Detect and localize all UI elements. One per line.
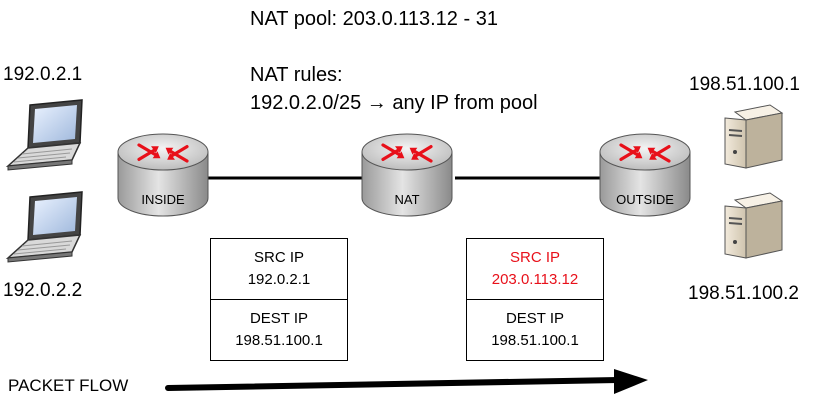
server1-ip: 198.51.100.1 [689, 74, 800, 95]
packet-before-src-value: 192.0.2.1 [247, 271, 311, 288]
server1-icon [724, 104, 784, 169]
laptop2-icon [5, 191, 83, 263]
nat-rule-target: any IP from pool [392, 92, 538, 114]
router-outside [599, 133, 691, 217]
laptop1-icon [5, 99, 83, 171]
nat-rule-arrow: → [366, 92, 387, 114]
packet-after-src: SRC IP 203.0.113.12 [467, 239, 603, 299]
packet-flow-arrow [165, 369, 648, 394]
nat-rule: 192.0.2.0/25 → any IP from pool [250, 92, 538, 115]
packet-after-dest: DEST IP 198.51.100.1 [467, 299, 603, 360]
nat-rule-source: 192.0.2.0/25 [250, 92, 362, 114]
router-inside [117, 133, 209, 217]
packet-before-dest: DEST IP 198.51.100.1 [211, 299, 347, 360]
packet-after-src-value: 203.0.113.12 [491, 271, 579, 288]
packet-after-nat: SRC IP 203.0.113.12 DEST IP 198.51.100.1 [466, 238, 604, 361]
packet-after-dest-label: DEST IP [505, 310, 565, 327]
packet-flow-label: PACKET FLOW [8, 376, 129, 395]
packet-after-src-label: SRC IP [509, 249, 560, 266]
router-outside-label: OUTSIDE [616, 192, 674, 207]
nat-pool-text: NAT pool: 203.0.113.12 - 31 [250, 8, 498, 30]
nat-rules-heading: NAT rules: [250, 64, 343, 86]
router-nat [361, 133, 453, 217]
packet-before-src-label: SRC IP [253, 249, 304, 266]
router-inside-label: INSIDE [141, 192, 185, 207]
server2-icon [724, 192, 784, 259]
server2-ip: 198.51.100.2 [688, 283, 799, 304]
laptop1-ip: 192.0.2.1 [3, 64, 83, 85]
router-nat-label: NAT [394, 192, 420, 207]
packet-after-dest-value: 198.51.100.1 [491, 332, 579, 349]
packet-before-src: SRC IP 192.0.2.1 [211, 239, 347, 299]
packet-before-dest-label: DEST IP [249, 310, 309, 327]
laptop2-ip: 192.0.2.2 [3, 280, 83, 301]
packet-before-nat: SRC IP 192.0.2.1 DEST IP 198.51.100.1 [210, 238, 348, 361]
packet-before-dest-value: 198.51.100.1 [235, 332, 323, 349]
